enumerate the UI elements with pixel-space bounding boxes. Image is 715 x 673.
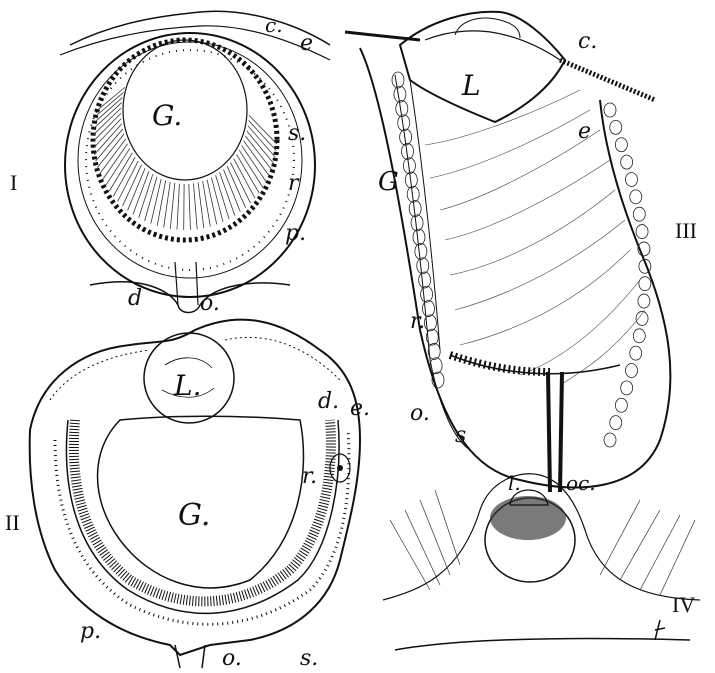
fig3-cell [419,272,431,288]
fig3-cell [394,86,406,102]
fig2-label-p: p. [80,619,101,644]
fig3-cell [621,155,633,169]
figure-2: L. d. e. G. r. p. o. s. II [5,320,370,671]
fig2-label-L: L. [173,369,202,402]
fig3-cell [621,381,633,395]
fig1-rod-ray [211,178,223,222]
fig3-cell [415,243,427,259]
fig2-label-e: e. [350,396,370,421]
fig1-rod-ray [97,134,124,168]
fig3-label-e: e [578,119,591,144]
fig3-cell [630,346,642,360]
fig1-rod-ray [102,144,127,180]
fig1-rod-ray [177,184,179,230]
fig3-cell [604,433,616,447]
fig3-cell [615,398,627,412]
fig1-label-d: d [128,286,142,311]
fig1-label-G: G. [152,99,182,132]
fig1-rod-ray [164,182,170,228]
fig4-numeral: IV [672,592,695,617]
fig2-label-G: G. [178,498,210,533]
fig1-rod-ray [216,175,229,219]
fig2-label-d: d. [318,389,339,414]
fig3-cell [625,172,637,186]
fig1-numeral: I [10,170,17,195]
fig1-outer-wall [65,33,315,297]
fig1-rod-ray [193,183,197,229]
fig1-rod-layer [93,87,277,230]
fig1-rod-ray [170,183,174,229]
figure-1: c. e G. s. r p. d o. I [10,11,330,316]
fig1-label-o: o. [200,291,220,316]
fig3-cell [417,258,429,274]
fig1-rod-ray [145,177,157,221]
fig3-cell [638,294,650,308]
fig3-lens [400,12,565,122]
fig3-cell [411,215,423,231]
figure-3: L c. e G r. o. s III [345,12,697,492]
fig3-label-o: o. [410,401,430,426]
fig3-cell [610,120,622,134]
fig1-rod-ray [249,121,277,151]
fig3-cell [413,229,425,245]
fig1-label-s: s. [288,121,306,146]
fig3-cell [428,343,440,359]
fig3-cell [633,329,645,343]
fig2-label-o: o. [222,646,242,671]
fig3-label-c: c. [578,29,597,54]
fig2-label-r: r. [302,464,317,489]
fig3-label-s: s [455,423,466,448]
fig3-optic-nerve [548,372,562,492]
fig1-rod-ray [242,146,267,182]
fig1-rod-ray [151,179,161,224]
fig3-right-cell-column [604,103,651,447]
fig3-cell [633,207,645,221]
fig2-label-s: s. [300,646,318,671]
fig3-cell [636,225,648,239]
fig3-cell [421,286,433,302]
fig1-rod-ray [249,115,277,144]
fig1-label-p: p. [285,221,306,246]
fig3-cell [639,277,651,291]
fig3-cell [392,72,404,88]
fig3-label-L: L [461,69,481,102]
fig3-cell [430,358,442,374]
figure-4: l. oc. IV [383,471,700,650]
fig3-label-G: G [378,167,399,197]
fig1-rod-ray [109,153,132,191]
fig3-cell [610,416,622,430]
fig1-rod-ray [239,150,263,188]
fig1-label-e: e [300,31,313,56]
fig3-fibres [425,90,645,385]
fig1-rod-ray [189,184,191,230]
fig3-label-r: r. [410,309,425,334]
fig1-rod-ray [118,161,138,201]
fig1-rod-ray [93,119,121,149]
fig1-rod-ray [106,148,130,185]
fig4-label-l: l. [508,471,521,495]
fig1-label-r: r [288,171,300,196]
fig1-rod-ray [198,182,204,228]
fig3-cell [615,138,627,152]
fig3-cell [604,103,616,117]
fig1-rod-ray [113,157,135,196]
fig4-pigment-cup [490,496,566,540]
fig3-cell [630,190,642,204]
fig4-label-oc: oc. [566,471,596,495]
fig3-numeral: III [675,218,697,243]
fig1-rod-ray [237,155,260,194]
fig1-rod-ray [157,181,165,226]
fig1-vitreous-body [123,40,247,180]
fig2-numeral: II [5,510,20,535]
fig1-rod-ray [234,159,255,199]
fig1-label-c: c. [265,13,283,37]
fig3-cell [625,364,637,378]
fig3-left-cell-column [392,72,444,388]
